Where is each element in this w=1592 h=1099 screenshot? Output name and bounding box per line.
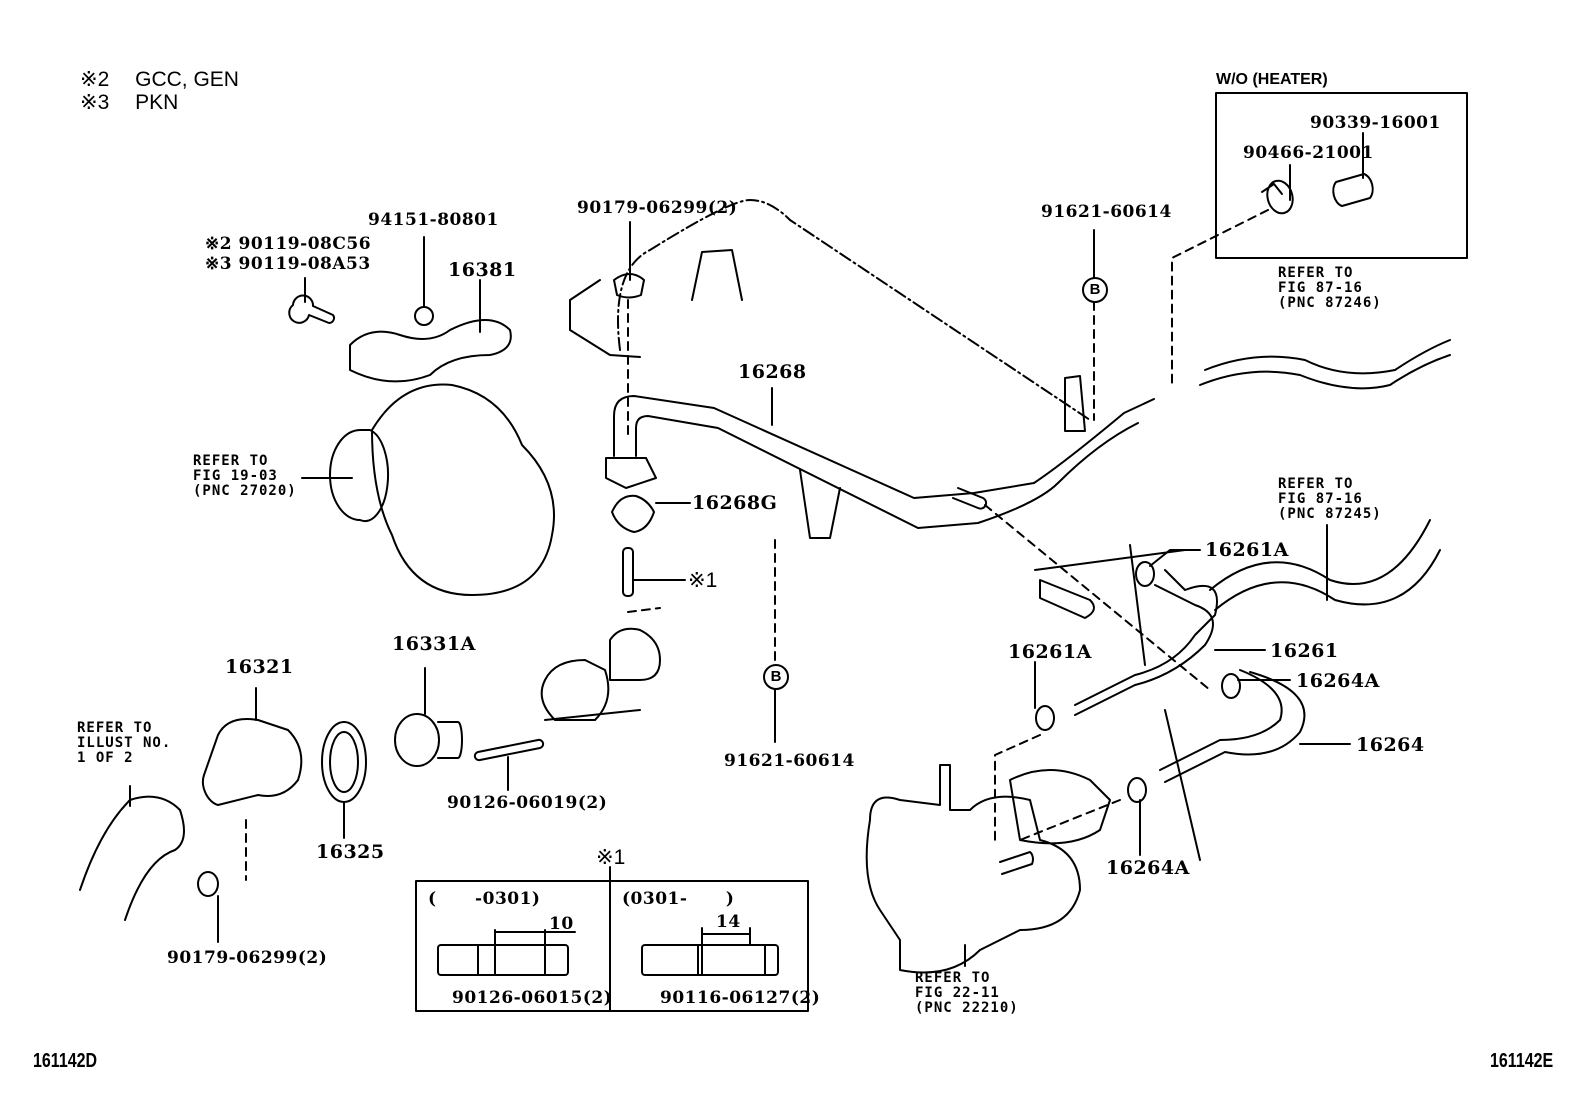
part-label-16261a-top[interactable]: 16261A xyxy=(1205,539,1289,561)
clamp-16261a-top-icon xyxy=(1135,561,1155,587)
gasket-16268g-icon xyxy=(611,494,655,533)
hose-16261-icon xyxy=(1074,569,1218,716)
bracket-nut-icon xyxy=(414,306,434,326)
part-label-16321[interactable]: 16321 xyxy=(225,656,294,678)
refer-hose-lower[interactable]: REFER TO FIG 87-16 (PNC 87245) xyxy=(1278,476,1382,522)
part-label-16381[interactable]: 16381 xyxy=(448,259,517,281)
note-text: PKN xyxy=(135,91,179,114)
stud-note-mark[interactable]: ※1 xyxy=(688,569,718,592)
part-label-16331a[interactable]: 16331A xyxy=(392,633,476,655)
part-label-16264[interactable]: 16264 xyxy=(1356,734,1425,756)
water-pump-icon xyxy=(865,764,1111,974)
note-mark: ※2 xyxy=(80,68,110,91)
note-text: GCC, GEN xyxy=(135,68,239,91)
inlet-plug-icon xyxy=(197,871,219,897)
note-3: ※3 PKN xyxy=(80,91,178,114)
part-label-16268g[interactable]: 16268G xyxy=(692,492,778,514)
clamp-16264a-bottom-icon xyxy=(1127,777,1147,803)
heater-hose-lower-icon xyxy=(1209,519,1441,611)
drawing-code-left: 161142D xyxy=(33,1050,98,1072)
part-label-16268[interactable]: 16268 xyxy=(738,361,807,383)
stud-right-range: (0301- ) xyxy=(622,889,735,909)
note-2: ※2 GCC, GEN xyxy=(80,68,239,91)
part-label-94151-80801[interactable]: 94151-80801 xyxy=(368,210,499,230)
stud-left-range: ( -0301) xyxy=(428,889,541,909)
thermostat-16331a-icon xyxy=(394,713,463,767)
part-label-bolt-gcc[interactable]: ※2 90119-08C56 xyxy=(205,234,372,254)
gasket-16325-icon xyxy=(321,721,367,803)
stud-right-icon xyxy=(641,944,779,976)
heater-plug-icon xyxy=(1332,173,1374,207)
stud-90126-icon xyxy=(473,738,545,762)
radiator-hose-icon xyxy=(79,795,185,921)
bypass-pipe-16268 xyxy=(613,395,1155,529)
part-label-90116-06127[interactable]: 90116-06127(2) xyxy=(660,988,821,1008)
tank-plug-icon xyxy=(613,273,645,299)
heater-inset-title: W/O (HEATER) xyxy=(1216,71,1328,88)
stud-inset-box xyxy=(415,880,809,1012)
circle-b-bottom: B xyxy=(763,664,789,690)
stud-icon xyxy=(622,547,634,597)
part-label-16264a-right[interactable]: 16264A xyxy=(1296,670,1380,692)
part-label-90339-16001[interactable]: 90339-16001 xyxy=(1310,113,1441,133)
stud-left-icon xyxy=(437,944,569,976)
circle-b-top: B xyxy=(1082,277,1108,303)
refer-hose-upper[interactable]: REFER TO FIG 87-16 (PNC 87246) xyxy=(1278,265,1382,311)
stud-inset-title: ※1 xyxy=(596,846,626,869)
part-label-16325[interactable]: 16325 xyxy=(316,841,385,863)
part-label-bolt-pkn[interactable]: ※3 90119-08A53 xyxy=(205,254,371,274)
refer-radiator-hose[interactable]: REFER TO ILLUST NO. 1 OF 2 xyxy=(77,720,172,766)
part-label-90179-06299-bottom[interactable]: 90179-06299(2) xyxy=(167,948,328,968)
part-label-16261a-left[interactable]: 16261A xyxy=(1008,641,1092,663)
heater-clamp-icon xyxy=(1261,179,1294,215)
bracket-16381-icon xyxy=(349,319,512,383)
stud-right-dimension: 14 xyxy=(716,912,741,932)
thermostat-housing-icon xyxy=(540,627,661,721)
part-label-90466-21001[interactable]: 90466-21001 xyxy=(1243,143,1374,163)
clamp-16264a-right-icon xyxy=(1221,673,1241,699)
alternator-bolt-icon xyxy=(288,294,335,324)
heater-inset-box xyxy=(1215,92,1468,259)
part-label-90179-06299-top[interactable]: 90179-06299(2) xyxy=(577,198,738,218)
reservoir-tank-outline xyxy=(617,199,1091,421)
water-inlet-16321-icon xyxy=(201,718,303,806)
part-label-91621-60614-bottom[interactable]: 91621-60614 xyxy=(724,751,855,771)
note-mark: ※3 xyxy=(80,91,110,114)
alternator-icon xyxy=(329,383,555,596)
part-label-91621-60614-top[interactable]: 91621-60614 xyxy=(1041,202,1172,222)
part-label-90126-06015[interactable]: 90126-06015(2) xyxy=(452,988,613,1008)
stud-left-dimension: 10 xyxy=(549,914,574,934)
hose-16264-icon xyxy=(1159,669,1306,783)
part-label-90126-06019[interactable]: 90126-06019(2) xyxy=(447,793,608,813)
drawing-code-right: 161142E xyxy=(1490,1050,1554,1072)
refer-water-pump[interactable]: REFER TO FIG 22-11 (PNC 22210) xyxy=(915,970,1019,1016)
part-label-16261[interactable]: 16261 xyxy=(1270,640,1339,662)
clamp-16261a-left-icon xyxy=(1035,705,1055,731)
refer-alternator[interactable]: REFER TO FIG 19-03 (PNC 27020) xyxy=(193,453,297,499)
heater-hose-upper-icon xyxy=(1199,339,1451,390)
part-label-16264a-bottom[interactable]: 16264A xyxy=(1106,857,1190,879)
